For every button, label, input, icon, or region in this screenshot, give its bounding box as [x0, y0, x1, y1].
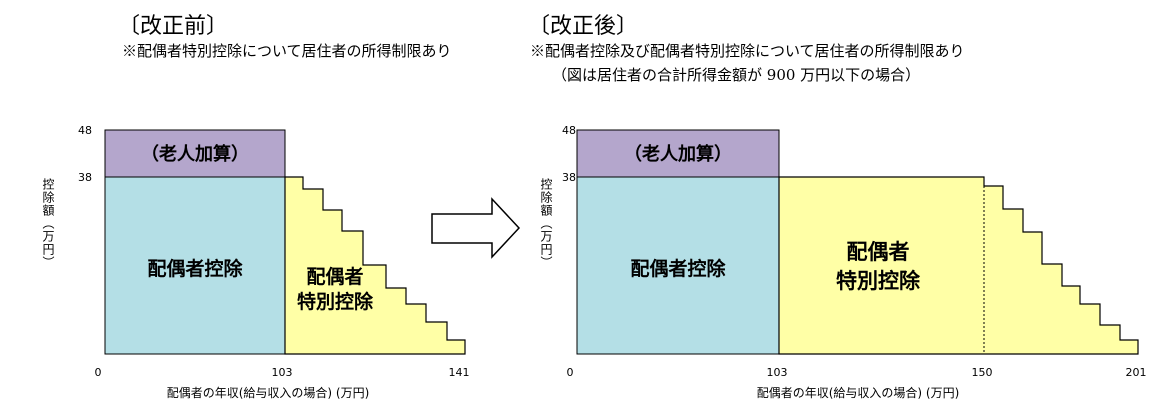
after-y-axis-label: 控除額（万円） — [539, 178, 553, 269]
before-note: ※配偶者特別控除について居住者の所得制限あり — [122, 42, 452, 60]
before-special-deduction-area — [284, 176, 466, 355]
before-x-tick-141: 141 — [449, 366, 470, 379]
after-x-tick-0: 0 — [567, 366, 574, 379]
after-x-tick-201: 201 — [1126, 366, 1147, 379]
after-spouse-deduction-block — [576, 176, 780, 355]
after-x-axis-title: 配偶者の年収(給与収入の場合) (万円) — [757, 385, 960, 400]
right-arrow-icon — [431, 197, 521, 259]
before-x-axis-title: 配偶者の年収(給与収入の場合) (万円) — [167, 385, 370, 400]
before-chart: （老人加算） 配偶者控除 配偶者 特別控除 48 38 0 103 141 配偶… — [78, 124, 470, 400]
before-special-deduction-label-1: 配偶者 — [306, 265, 363, 288]
before-y-axis-label: 控除額（万円） — [41, 178, 55, 269]
before-spouse-deduction-label: 配偶者控除 — [147, 257, 243, 280]
before-y-tick-48: 48 — [78, 124, 92, 137]
after-special-deduction-label-2: 特別控除 — [836, 269, 921, 293]
after-spouse-deduction-label: 配偶者控除 — [630, 257, 726, 280]
after-chart: （老人加算） 配偶者控除 配偶者 特別控除 48 38 0 103 150 20… — [562, 124, 1147, 400]
after-y-tick-48: 48 — [562, 124, 576, 137]
before-special-deduction-label-2: 特別控除 — [297, 290, 374, 313]
before-elderly-label: （老人加算） — [141, 143, 249, 165]
after-note-line2: （図は居住者の合計所得金額が 900 万円以下の場合） — [552, 66, 921, 84]
before-x-tick-0: 0 — [95, 366, 102, 379]
after-heading: 〔改正後〕 — [528, 14, 639, 39]
after-x-tick-150: 150 — [972, 366, 993, 379]
after-y-tick-38: 38 — [562, 171, 576, 184]
before-x-tick-103: 103 — [272, 366, 293, 379]
before-y-tick-38: 38 — [78, 171, 92, 184]
after-elderly-label: （老人加算） — [624, 143, 732, 165]
after-x-tick-103: 103 — [767, 366, 788, 379]
after-special-deduction-label-1: 配偶者 — [847, 240, 910, 264]
after-note-line1: ※配偶者控除及び配偶者特別控除について居住者の所得制限あり — [530, 42, 965, 60]
after-special-deduction-area — [778, 176, 1139, 355]
before-heading: 〔改正前〕 — [118, 14, 229, 39]
